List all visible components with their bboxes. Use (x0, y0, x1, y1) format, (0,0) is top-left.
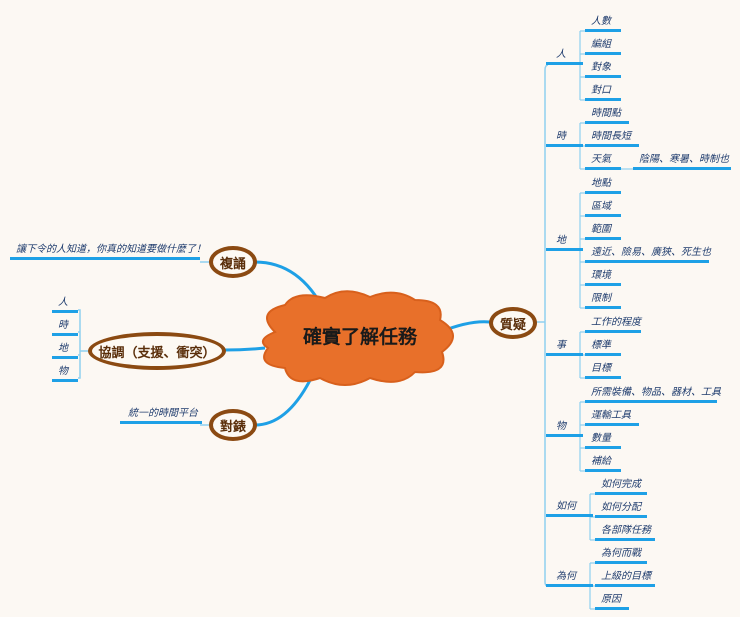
question-item[interactable]: 對象 (585, 61, 621, 78)
question-item[interactable]: 補給 (585, 455, 621, 472)
question-group[interactable]: 如何 (546, 500, 593, 517)
question-item[interactable]: 天氣 (585, 153, 621, 170)
question-item[interactable]: 遠近、險易、廣狹、死生也 (585, 246, 711, 263)
question-group[interactable]: 事 (546, 339, 583, 356)
question-item[interactable]: 上級的目標 (595, 570, 655, 587)
coord-item[interactable]: 人 (52, 296, 78, 313)
central-topic[interactable]: 確實了解任務 (302, 326, 417, 348)
question-group[interactable]: 為何 (546, 570, 593, 587)
question-item[interactable]: 編組 (585, 38, 621, 55)
question-group[interactable]: 物 (546, 420, 583, 437)
question-item[interactable]: 數量 (585, 432, 621, 449)
question-item[interactable]: 運輸工具 (585, 409, 639, 426)
question-item[interactable]: 原因 (595, 593, 629, 610)
topic-label: 協調（支援、衝突） (98, 345, 216, 361)
weather-detail[interactable]: 陰陽、寒暑、時制也 (633, 153, 731, 170)
question-item[interactable]: 限制 (585, 292, 621, 309)
central-cloud (261, 290, 454, 386)
question-item[interactable]: 所需裝備、物品、器材、工具 (585, 386, 721, 403)
question-item[interactable]: 如何分配 (595, 501, 647, 518)
topic-sync-watch[interactable]: 對錶 (209, 409, 257, 441)
question-item[interactable]: 環境 (585, 269, 621, 286)
question-item[interactable]: 如何完成 (595, 478, 647, 495)
topic-repeat[interactable]: 複誦 (209, 246, 257, 278)
question-item[interactable]: 工作的程度 (585, 316, 641, 333)
question-item[interactable]: 時間點 (585, 107, 629, 124)
question-group[interactable]: 地 (546, 234, 583, 251)
question-item[interactable]: 時間長短 (585, 130, 639, 147)
topic-coordinate[interactable]: 協調（支援、衝突） (88, 332, 226, 370)
topic-question[interactable]: 質疑 (489, 307, 537, 339)
question-item[interactable]: 區域 (585, 200, 621, 217)
question-item[interactable]: 標準 (585, 339, 621, 356)
coord-item[interactable]: 地 (52, 342, 78, 359)
question-item[interactable]: 地點 (585, 177, 621, 194)
question-item[interactable]: 範圍 (585, 223, 621, 240)
question-item[interactable]: 人數 (585, 15, 621, 32)
question-item[interactable]: 對口 (585, 84, 621, 101)
coord-item[interactable]: 物 (52, 365, 78, 382)
topic-label: 對錶 (219, 419, 246, 435)
topic-label: 複誦 (219, 256, 246, 272)
repeat-detail[interactable]: 讓下令的人知道，你真的知道要做什麼了！ (10, 243, 206, 260)
question-item[interactable]: 為何而戰 (595, 547, 647, 564)
topic-label: 質疑 (499, 317, 526, 333)
question-group[interactable]: 時 (546, 130, 583, 147)
sync-detail[interactable]: 統一的時間平台 (120, 407, 202, 424)
question-group[interactable]: 人 (546, 48, 583, 65)
question-item[interactable]: 目標 (585, 362, 621, 379)
coord-item[interactable]: 時 (52, 319, 78, 336)
question-item[interactable]: 各部隊任務 (595, 524, 655, 541)
